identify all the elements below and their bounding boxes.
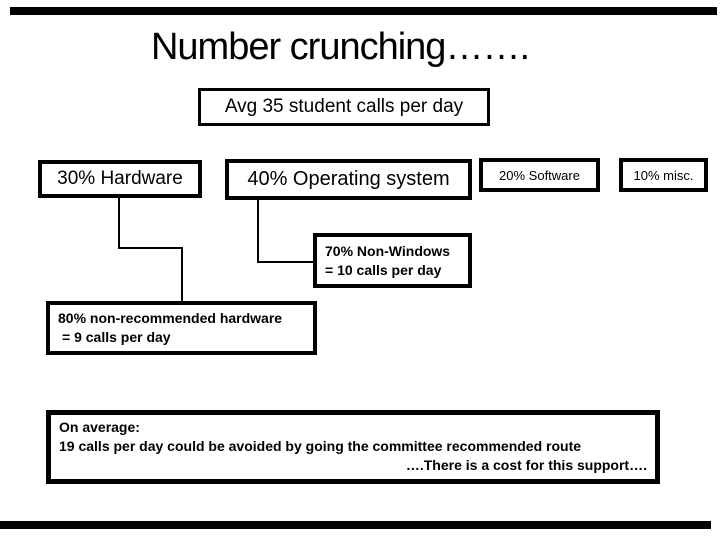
summary-line3: ….There is a cost for this support…. (405, 457, 647, 473)
slide-title: Number crunching……. (150, 26, 530, 68)
bottom-border-bar (0, 521, 711, 529)
connector-hardware-horizontal (118, 247, 183, 249)
summary-box: On average: 19 calls per day could be av… (46, 410, 660, 484)
summary-line1: On average: (59, 419, 140, 435)
connector-hardware-vertical-2 (181, 247, 183, 303)
connector-os-horizontal (257, 261, 315, 263)
category-label-misc: 10% misc. (633, 167, 694, 183)
summary-line2: 19 calls per day could be avoided by goi… (59, 438, 582, 454)
avg-calls-box: Avg 35 student calls per day (198, 88, 490, 126)
connector-os-vertical (257, 200, 259, 263)
non-recommended-line1: 80% non-recommended hardware (58, 310, 283, 326)
category-box-misc: 10% misc. (619, 158, 708, 192)
non-windows-line2: = 10 calls per day (325, 261, 442, 278)
category-label-operating-system: 40% Operating system (247, 168, 450, 190)
avg-calls-label: Avg 35 student calls per day (224, 96, 464, 117)
category-label-software: 20% Software (499, 167, 580, 183)
non-windows-line1: 70% Non-Windows (325, 242, 451, 259)
category-label-hardware: 30% Hardware (57, 168, 183, 189)
top-border-bar (10, 7, 717, 15)
connector-hardware-vertical-1 (118, 198, 120, 249)
category-box-hardware: 30% Hardware (38, 160, 202, 198)
non-recommended-hardware-box: 80% non-recommended hardware = 9 calls p… (46, 301, 317, 355)
category-box-operating-system: 40% Operating system (225, 159, 472, 200)
non-recommended-line2: = 9 calls per day (62, 329, 171, 345)
category-box-software: 20% Software (479, 158, 600, 192)
non-windows-box: 70% Non-Windows = 10 calls per day (313, 233, 472, 288)
